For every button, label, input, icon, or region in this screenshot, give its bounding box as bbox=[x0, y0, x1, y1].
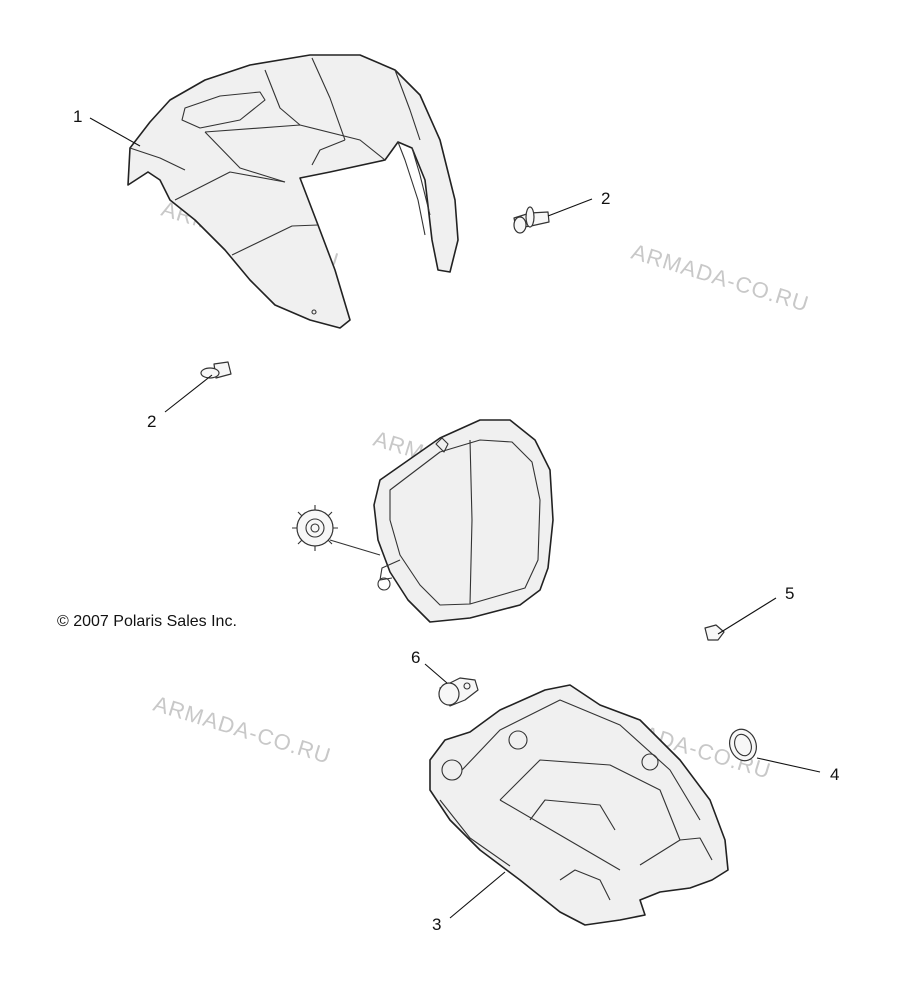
copyright-notice: © 2007 Polaris Sales Inc. bbox=[57, 613, 237, 630]
callout-5: 5 bbox=[785, 584, 794, 603]
callout-3: 3 bbox=[432, 915, 441, 934]
callout-1: 1 bbox=[73, 107, 82, 126]
callout-2-left: 2 bbox=[147, 412, 156, 431]
leader-2-left bbox=[164, 374, 213, 413]
headlight-assembly bbox=[292, 419, 554, 623]
screw-left bbox=[200, 361, 232, 379]
upper-pod-cover bbox=[127, 54, 459, 329]
leader-5 bbox=[717, 597, 777, 635]
leader-4 bbox=[756, 757, 821, 773]
seal-ring bbox=[729, 728, 757, 762]
clip bbox=[704, 624, 725, 641]
leader-3 bbox=[449, 871, 506, 919]
watermark: ARMADA-CO.RU bbox=[629, 239, 813, 317]
leader-6 bbox=[424, 663, 448, 684]
watermark: ARMADA-CO.RU bbox=[151, 691, 335, 769]
callout-2-upper: 2 bbox=[601, 189, 610, 208]
grommet bbox=[438, 677, 479, 707]
callout-6: 6 bbox=[411, 648, 420, 667]
leader-2-upper bbox=[547, 198, 593, 217]
lower-pod-housing bbox=[429, 684, 729, 926]
screw-upper bbox=[513, 206, 550, 234]
leader-1 bbox=[89, 117, 141, 147]
callout-4: 4 bbox=[830, 765, 839, 784]
